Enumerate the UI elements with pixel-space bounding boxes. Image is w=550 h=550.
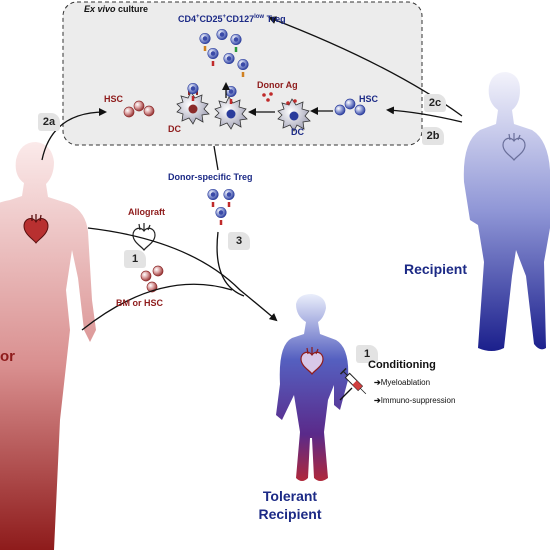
step-2a-badge: 2a <box>38 113 60 131</box>
treg-label-cd25: CD25 <box>199 14 223 24</box>
treg-label-cd4: CD4 <box>178 14 197 24</box>
donor-specific-treg-cells <box>207 188 235 225</box>
arrow-2a <box>41 108 107 161</box>
dendritic-cell-middle <box>214 96 248 130</box>
step-3-badge: 3 <box>228 232 250 250</box>
step-1-left-badge: 1 <box>124 250 146 268</box>
treg-phenotype-label: CD4+CD25+CD127low Treg <box>178 14 286 24</box>
arrow-right-icon: ➔ <box>374 396 381 405</box>
treg-label-treg: Treg <box>264 14 286 24</box>
bm-hsc-cells <box>140 265 164 293</box>
culture-box-title: Ex vivo culture <box>84 4 148 14</box>
donor-figure <box>0 142 96 550</box>
donor-heart-icon <box>23 214 49 244</box>
dendritic-cell-right <box>277 98 311 132</box>
recipient-figure <box>463 72 550 351</box>
hsc-cells-right <box>334 98 366 116</box>
arrow-treg-path <box>216 231 245 297</box>
syringe-icon <box>339 367 367 395</box>
recipient-label: Recipient <box>404 261 468 277</box>
donor-specific-treg-label: Donor-specific Treg <box>168 172 253 182</box>
donor-antigen-dots <box>262 92 273 102</box>
bm-hsc-label: BM or HSC <box>116 298 163 308</box>
hsc-right-label: HSC <box>359 94 379 104</box>
treg-cell-cluster-top <box>199 28 249 77</box>
conditioning-item-myeloablation: ➔Myeloablation <box>374 378 430 387</box>
tolerant-heart-icon <box>300 347 324 375</box>
conditioning-item-immunosuppression: ➔Immuno-suppression <box>374 396 455 405</box>
treg-label-sup3: low <box>254 14 265 20</box>
treg-label-sup1: + <box>196 14 200 20</box>
arrow-right-icon: ➔ <box>374 378 381 387</box>
treg-label-cd127: CD127 <box>226 14 255 24</box>
allograft-label: Allograft <box>128 207 165 217</box>
tolerant-label-line1: Tolerant <box>262 488 318 504</box>
donor-label-partial: or <box>0 348 15 365</box>
myeloablation-text: Myeloablation <box>380 378 431 387</box>
recipient-heart-icon <box>502 133 526 161</box>
dc-right-label: DC <box>291 127 304 137</box>
syringe-line <box>339 387 353 401</box>
step-2c-badge: 2c <box>424 94 446 112</box>
donor-ag-label: Donor Ag <box>257 80 298 90</box>
arrow-allograft-path <box>87 227 278 322</box>
line-box-to-donor-treg <box>213 145 219 171</box>
culture-title-rest: culture <box>115 4 149 14</box>
culture-title-italic: Ex vivo <box>84 4 116 14</box>
arrow-2b <box>386 106 463 123</box>
dc-left-label: DC <box>168 124 181 134</box>
hsc-cells-left <box>123 100 155 118</box>
step-2b-badge: 2b <box>422 127 444 145</box>
conditioning-title: Conditioning <box>368 359 436 371</box>
tolerant-recipient-figure <box>276 294 349 481</box>
step-1-right-badge: 1 <box>356 345 378 363</box>
treg-dc-contact-middle <box>225 85 237 104</box>
tolerant-label-line2: Recipient <box>258 506 322 522</box>
treg-label-sup2: + <box>222 14 227 20</box>
immunosuppression-text: Immuno-suppression <box>380 396 456 405</box>
arrow-bm-path <box>81 283 233 331</box>
treg-dc-contact-left <box>187 82 199 101</box>
hsc-left-label: HSC <box>104 94 124 104</box>
